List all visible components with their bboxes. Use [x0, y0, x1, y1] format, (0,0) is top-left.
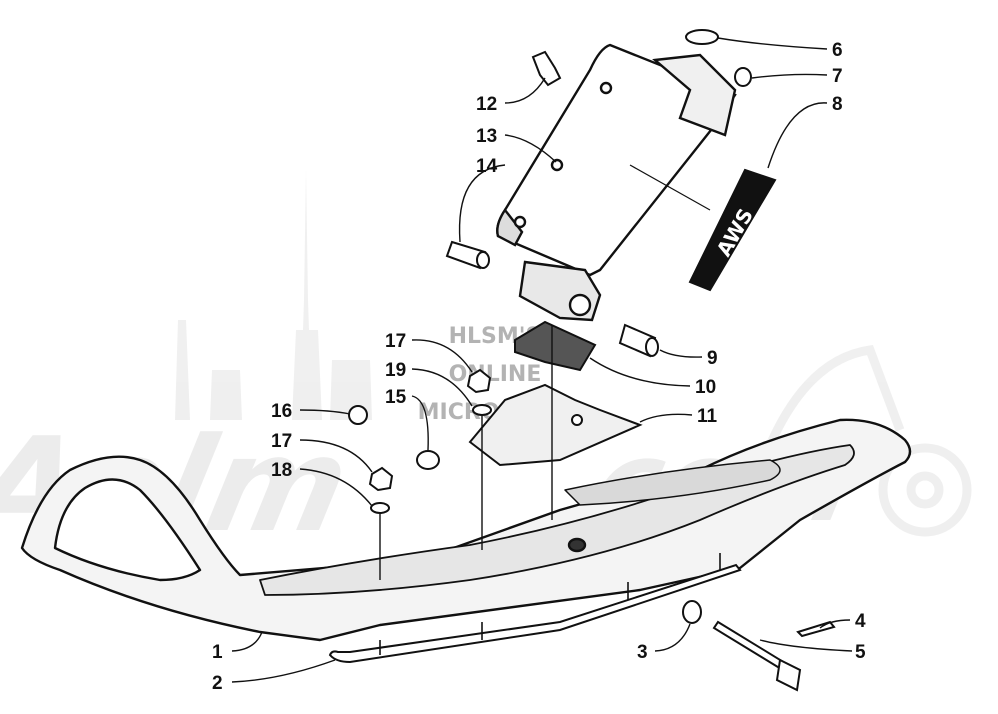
leader-14 — [458, 164, 506, 243]
callout-13: 13 — [476, 126, 497, 147]
callout-15: 15 — [385, 387, 407, 408]
housing-top-cap — [652, 53, 737, 137]
bushing-part-14-end — [476, 251, 490, 269]
leader-lines — [231, 37, 853, 683]
housing-hole-1 — [599, 81, 613, 95]
callout-1: 1 — [212, 642, 223, 663]
leader-3 — [654, 623, 691, 652]
leader-17b — [299, 439, 373, 473]
ski-bolt-hole — [567, 537, 587, 553]
leader-19 — [411, 368, 473, 407]
washer-part-18 — [370, 502, 390, 514]
leader-7 — [751, 73, 828, 79]
washer-part-19 — [472, 404, 492, 416]
leader-9 — [659, 349, 703, 358]
callout-11: 11 — [697, 406, 718, 427]
leader-4 — [819, 619, 851, 629]
callout-17b: 17 — [271, 431, 292, 452]
decal-plate — [688, 168, 777, 292]
decal-leader — [629, 164, 711, 211]
leader-5 — [759, 639, 853, 652]
leader-6 — [717, 37, 828, 50]
callout-4: 4 — [855, 611, 866, 632]
ski-channel-inner — [564, 459, 781, 506]
callout-19: 19 — [385, 360, 406, 381]
callout-2: 2 — [212, 673, 223, 694]
callouts: 1 2 3 4 5 6 7 8 9 10 11 12 13 14 15 16 1… — [212, 40, 866, 694]
callout-3: 3 — [637, 642, 648, 663]
wear-bar-studs — [379, 553, 721, 655]
ski — [20, 418, 912, 642]
leader-11 — [639, 413, 693, 423]
wear-bar-rod — [328, 563, 742, 664]
callout-18: 18 — [271, 460, 292, 481]
leader-12 — [504, 77, 546, 104]
callout-7: 7 — [832, 66, 843, 87]
washer-part-3 — [682, 600, 702, 624]
leader-17a — [411, 339, 473, 373]
ski-loop-opening — [53, 478, 202, 582]
housing-bore — [568, 293, 592, 317]
small-parts — [348, 29, 836, 692]
bushing-part-15 — [416, 450, 440, 470]
assembly-lines — [379, 325, 553, 580]
wear-bar — [328, 553, 742, 664]
bolt-part-5-head — [775, 658, 802, 692]
bushing-part-9-end — [645, 337, 659, 357]
callout-12: 12 — [476, 94, 497, 115]
callout-10: 10 — [695, 377, 716, 398]
nut-part-17a — [466, 368, 492, 394]
leader-18 — [299, 468, 373, 507]
watermark-spire-icon — [175, 170, 372, 420]
nut-part-7 — [734, 67, 752, 87]
cap-part-6 — [685, 29, 719, 45]
leader-15 — [411, 395, 429, 451]
leader-2 — [231, 659, 336, 683]
fitting-part-12 — [531, 50, 562, 87]
callout-9: 9 — [707, 348, 718, 369]
saddle-hole — [571, 414, 583, 426]
damper-part-10 — [514, 320, 597, 372]
spindle-housing-side — [496, 207, 524, 247]
leader-13 — [504, 134, 557, 163]
watermark-line-2: ONLINE — [449, 362, 542, 387]
callout-14: 14 — [476, 156, 498, 177]
nut-part-16 — [348, 405, 368, 425]
leader-1 — [231, 631, 263, 652]
callout-16: 16 — [271, 401, 292, 422]
callout-6: 6 — [832, 40, 843, 61]
leader-16 — [299, 409, 351, 415]
callout-17a: 17 — [385, 331, 406, 352]
callout-8: 8 — [832, 94, 843, 115]
nut-part-17b — [368, 466, 394, 492]
callout-5: 5 — [855, 642, 866, 663]
housing-hole-3 — [513, 215, 527, 229]
leader-8 — [767, 102, 828, 169]
housing-hole-2 — [550, 158, 564, 172]
cotter-pin-part-4 — [796, 620, 836, 638]
saddle-part-11 — [468, 383, 643, 467]
leader-10 — [589, 357, 691, 387]
spindle-housing — [496, 43, 737, 322]
decal: AWS — [688, 168, 777, 292]
